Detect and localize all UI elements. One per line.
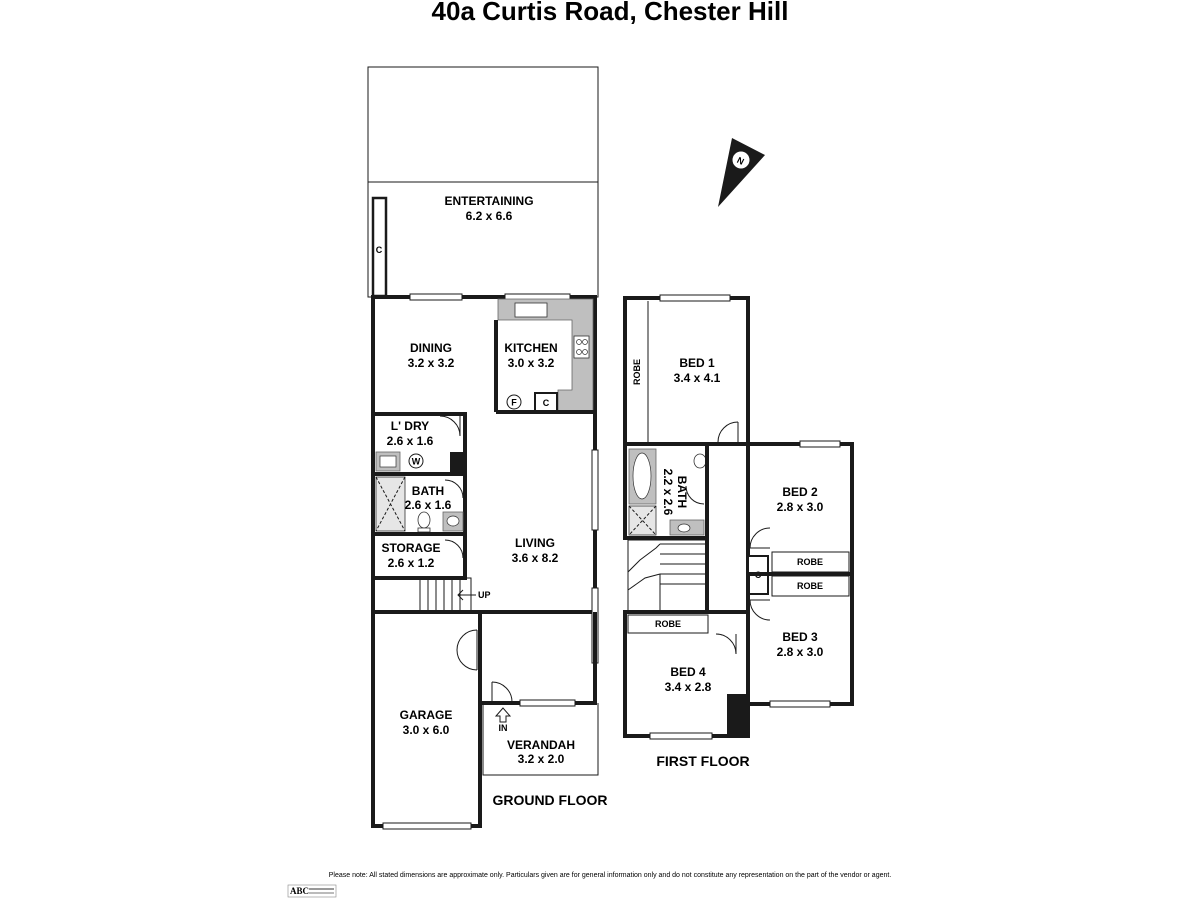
garage-dims: 3.0 x 6.0	[403, 723, 450, 737]
stairs-up-label: UP	[478, 590, 491, 600]
washer-icon	[408, 453, 424, 469]
bed4-dims: 3.4 x 2.8	[665, 680, 712, 694]
ground-floor-label: GROUND FLOOR	[492, 792, 607, 808]
first-stairs	[627, 539, 707, 613]
bed4-window	[649, 732, 713, 740]
bed3-name: BED 3	[782, 630, 818, 644]
front-window	[519, 699, 576, 707]
bed1-dims: 3.4 x 4.1	[674, 371, 721, 385]
bed3-dims: 2.8 x 3.0	[777, 645, 824, 659]
first-floor-label: FIRST FLOOR	[656, 753, 749, 769]
first-toilet-icon	[693, 453, 707, 469]
bed1-robe-label: ROBE	[632, 359, 642, 385]
bed2-robe-label: ROBE	[797, 557, 823, 567]
living-name: LIVING	[515, 536, 555, 550]
logo-text: ABC	[290, 886, 309, 896]
sliding-door	[409, 293, 463, 301]
storage-dims: 2.6 x 1.2	[388, 556, 435, 570]
entertaining-dims: 6.2 x 6.6	[466, 209, 513, 223]
compass-letter: N	[735, 155, 745, 167]
north-compass-icon: N	[718, 138, 765, 207]
laundry-dims: 2.6 x 1.6	[387, 434, 434, 448]
disclaimer: Please note: All stated dimensions are a…	[329, 872, 892, 879]
bed1-name: BED 1	[679, 356, 715, 370]
entry-arrow	[494, 707, 512, 723]
pantry-cupboard	[534, 392, 558, 412]
ground-floor: C F C W	[367, 66, 608, 830]
bed4-name: BED 4	[670, 665, 706, 679]
bed4-dark-cupboard	[727, 694, 747, 736]
bed2-name: BED 2	[782, 485, 818, 499]
bed2-dims: 2.8 x 3.0	[777, 500, 824, 514]
entry-label: IN	[499, 723, 508, 733]
bed4-robe	[627, 614, 709, 634]
ground-bath-name: BATH	[412, 484, 444, 498]
first-bath-dims: 2.2 x 2.6	[661, 469, 675, 516]
first-floor: ROBE ROBE	[623, 294, 854, 769]
verandah-name: VERANDAH	[507, 738, 575, 752]
living-window-1	[591, 449, 599, 531]
laundry-name: L' DRY	[391, 419, 429, 433]
pantry-label: C	[543, 398, 550, 408]
toilet-icon	[417, 511, 431, 529]
verandah-outline	[482, 703, 599, 776]
bed2-window	[799, 440, 841, 448]
bed3-robe	[771, 575, 850, 597]
dining-name: DINING	[410, 341, 452, 355]
company-logo: ABC	[287, 884, 337, 898]
bed3-window	[769, 700, 831, 708]
living-dims: 3.6 x 8.2	[512, 551, 559, 565]
garage-name: GARAGE	[400, 708, 453, 722]
entertaining-name: ENTERTAINING	[444, 194, 533, 208]
garage-internal-door	[456, 629, 478, 671]
laundry-dark-cupboard	[450, 452, 464, 474]
cooktop	[573, 335, 590, 359]
washer-label: W	[412, 457, 421, 467]
dining-dims: 3.2 x 3.2	[408, 356, 455, 370]
bed4-robe-label: ROBE	[655, 619, 681, 629]
storage-name: STORAGE	[381, 541, 440, 555]
bed1-window	[659, 294, 731, 302]
verandah-dims: 3.2 x 2.0	[518, 752, 565, 766]
first-bath-name: BATH	[675, 476, 689, 508]
plan-title: 40a Curtis Road, Chester Hill	[432, 0, 789, 26]
ground-bath-dims: 2.6 x 1.6	[405, 498, 452, 512]
garage-door	[382, 822, 472, 830]
kitchen-sink	[514, 302, 548, 318]
ground-stairs	[372, 577, 472, 613]
fridge-icon	[506, 394, 522, 410]
kitchen-dims: 3.0 x 3.2	[508, 356, 555, 370]
bed3-robe-label: ROBE	[797, 581, 823, 591]
entertaining-cupboard-label: C	[376, 245, 383, 255]
fridge-label: F	[511, 398, 517, 408]
stairs-up-arrow	[457, 589, 476, 601]
kitchen-name: KITCHEN	[504, 341, 557, 355]
entry-door-swing	[491, 681, 513, 703]
